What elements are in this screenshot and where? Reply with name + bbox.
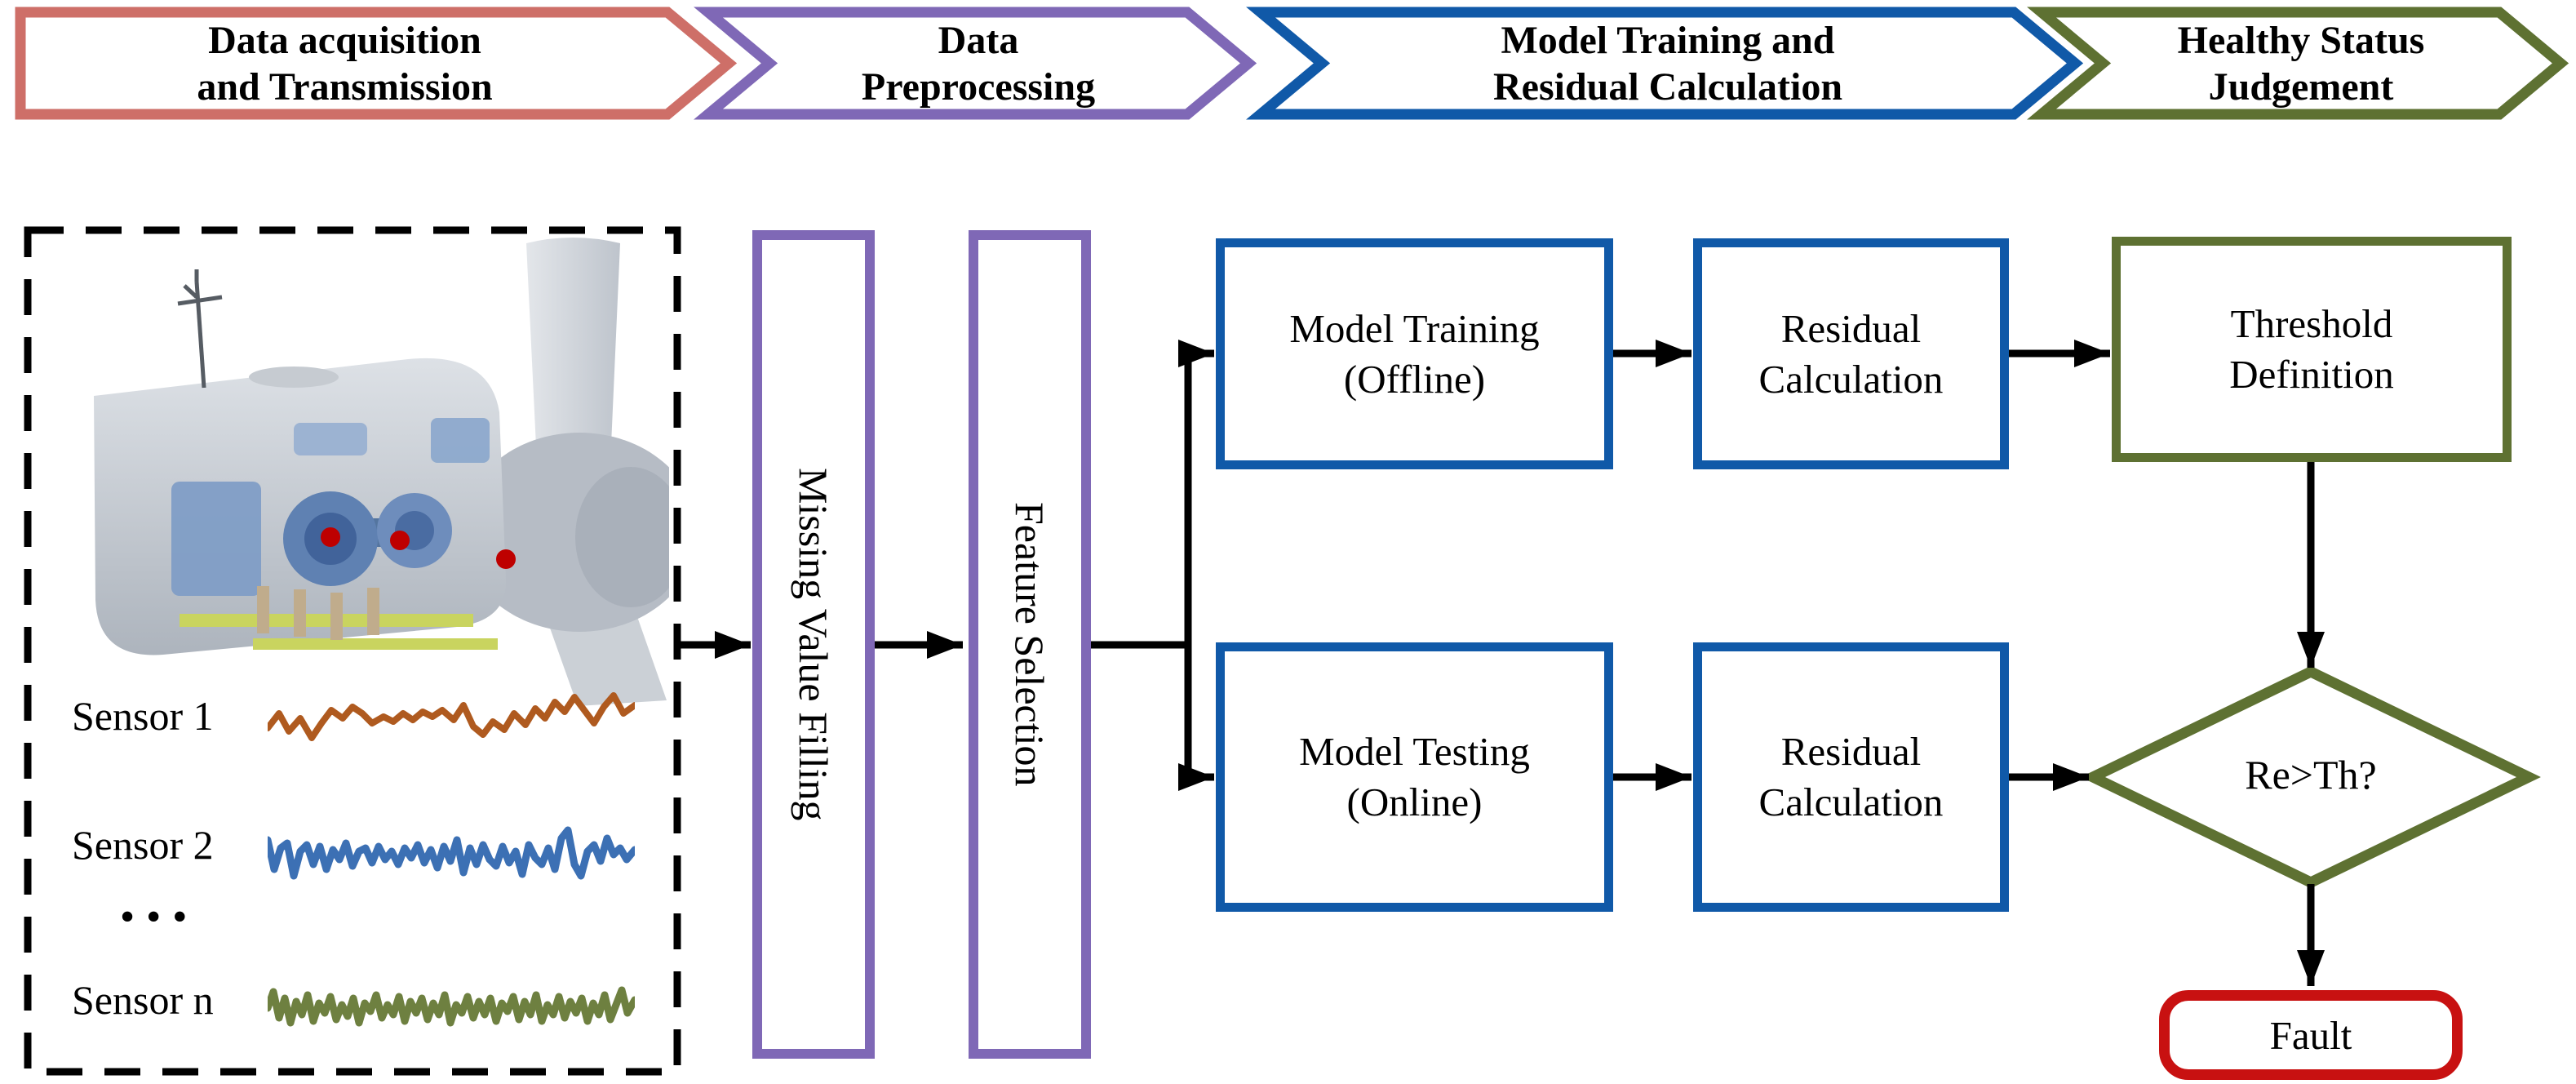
banner-judgement-line2: Judgement: [2208, 65, 2394, 109]
residual-2-line2: Calculation: [1758, 780, 1944, 824]
banner-shape-training: [1246, 7, 2084, 120]
frame-post-3: [330, 593, 343, 640]
model-training-box: Model Training (Offline): [1216, 238, 1613, 469]
generator: [171, 482, 261, 596]
sensor-1-wave: [268, 692, 635, 741]
banner-preprocessing-line1: Data: [938, 19, 1019, 62]
residual-2-line1: Residual: [1780, 729, 1922, 774]
banner-preprocessing-line2: Preprocessing: [861, 65, 1096, 109]
stage-banner-shapes: [15, 7, 2569, 120]
banner-training-line2: Residual Calculation: [1492, 65, 1843, 109]
decision-label: Re>Th?: [2245, 752, 2377, 797]
residual-calculation-2-box: Residual Calculation: [1693, 642, 2009, 912]
sensor-ellipsis: •••: [121, 895, 200, 937]
frame-post-4: [367, 588, 379, 635]
feature-selection-box: Feature Selection: [969, 230, 1091, 1059]
fault-box: Fault: [2159, 990, 2463, 1080]
model-testing-line1: Model Testing: [1299, 729, 1530, 774]
banner-training: Model Training and Residual Calculation: [1322, 14, 2014, 113]
sensor-1-label: Sensor 1: [72, 693, 214, 739]
banner-training-line1: Model Training and: [1501, 19, 1835, 62]
banner-shape-acquisition: [15, 7, 738, 120]
turbine-spinner: [575, 467, 669, 607]
missing-value-filling-box: Missing Value Filling: [752, 230, 875, 1059]
banner-shape-preprocessing: [694, 7, 1257, 120]
flow-arrows: [680, 340, 2325, 986]
model-testing-line2: (Online): [1346, 780, 1483, 824]
nacelle-hatch: [249, 367, 339, 388]
sensor-2-label: Sensor 2: [72, 822, 214, 868]
residual-1-line1: Residual: [1780, 305, 1922, 351]
feature-selection-label: Feature Selection: [1007, 502, 1053, 787]
banner-acquisition-line1: Data acquisition: [208, 19, 481, 62]
cooler-box: [294, 423, 367, 455]
banner-judgement-line1: Healthy Status: [2177, 19, 2425, 62]
model-testing-box: Model Testing (Online): [1216, 642, 1613, 912]
banner-acquisition-line2: and Transmission: [197, 65, 493, 109]
bedframe-rail-2: [253, 638, 498, 650]
sensor-2-wave: [268, 826, 635, 880]
banner-preprocessing: Data Preprocessing: [769, 14, 1187, 113]
control-box: [431, 418, 490, 463]
sensor-n-wave: [268, 986, 635, 1027]
sensor-dot-1: [321, 527, 340, 547]
sensor-dot-2: [390, 531, 410, 550]
banner-acquisition: Data acquisition and Transmission: [20, 14, 669, 113]
wind-turbine-illustration: [94, 238, 669, 706]
model-training-line1: Model Training: [1289, 305, 1540, 351]
frame-post-2: [294, 589, 306, 637]
decision-diamond: [2081, 665, 2541, 889]
threshold-line1: Threshold: [2230, 301, 2393, 346]
anemometer-mast: [177, 269, 223, 389]
bedframe-rail-1: [180, 614, 473, 627]
data-acquisition-dashed-box: [24, 226, 681, 1076]
banner-judgement: Healthy Status Judgement: [2103, 14, 2499, 113]
sensor-n-label: Sensor n: [72, 977, 214, 1023]
fault-label: Fault: [2269, 1012, 2352, 1058]
banner-shape-judgement: [2027, 7, 2569, 120]
threshold-definition-box: Threshold Definition: [2112, 237, 2512, 462]
frame-post-1: [257, 586, 269, 633]
residual-calculation-1-box: Residual Calculation: [1693, 238, 2009, 469]
residual-1-line2: Calculation: [1758, 356, 1944, 402]
missing-value-filling-label: Missing Value Filling: [791, 468, 836, 821]
threshold-line2: Definition: [2229, 352, 2394, 397]
model-training-line2: (Offline): [1343, 356, 1486, 402]
turbine-blade-up: [526, 238, 620, 452]
sensor-dot-3: [496, 549, 516, 569]
